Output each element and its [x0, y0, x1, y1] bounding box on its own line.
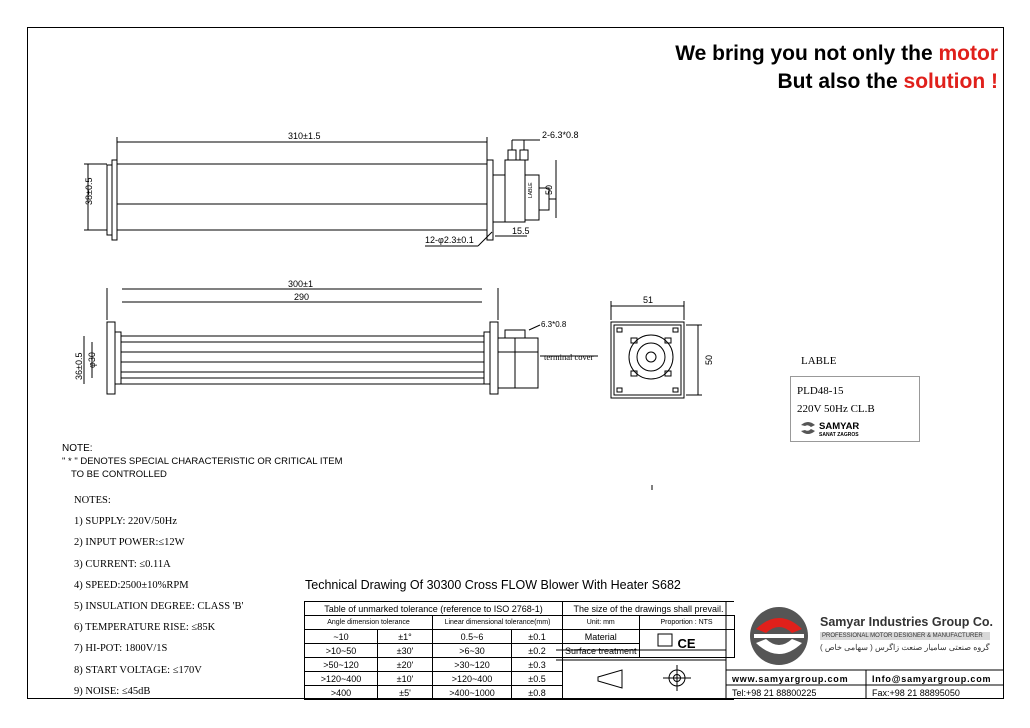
front-inner-dim: 290	[294, 292, 309, 302]
spec-list: NOTES: 1) SUPPLY: 220V/50Hz 2) INPUT POW…	[74, 490, 243, 702]
tolerance-title: Table of unmarked tolerance (reference t…	[304, 601, 563, 616]
tol-cell: >50~120	[304, 657, 378, 672]
surface-cell: Surface treatment	[562, 643, 640, 658]
slogan-line-2: But also the solution !	[777, 70, 999, 93]
spec-item: 1) SUPPLY: 220V/50Hz	[74, 516, 177, 528]
tol-cell: ±1°	[377, 629, 433, 644]
front-view-blower	[106, 288, 539, 395]
label-model: PLD48-15	[797, 385, 844, 397]
spec-item: 3) CURRENT: ≤0.11A	[74, 558, 171, 570]
spec-item: 5) INSULATION DEGREE: CLASS 'B'	[74, 600, 244, 612]
label-title: LABLE	[801, 355, 837, 367]
tol-cell: ±0.1	[511, 629, 563, 644]
drawing-caption: Technical Drawing Of 30300 Cross FLOW Bl…	[305, 578, 681, 592]
company-name: Samyar Industries Group Co.	[820, 615, 993, 629]
unit-cell: Unit: mm	[562, 615, 640, 630]
front-height-dim: 36±0.5	[74, 353, 84, 380]
tol-cell: ±0.3	[511, 657, 563, 672]
tolerance-prevail: The size of the drawings shall prevail.	[562, 601, 735, 616]
top-view-blower	[106, 140, 556, 241]
cert-cell: CE	[638, 629, 735, 658]
company-logo-icon	[750, 607, 808, 665]
tol-cell: >10~50	[304, 643, 378, 658]
holes-dim: 12-φ2.3±0.1	[425, 235, 474, 245]
note-line-1: " * " DENOTES SPECIAL CHARACTERISTIC OR …	[62, 456, 343, 467]
company-subtitle: PROFESSIONAL MOTOR DESIGNER & MANUFACTUR…	[820, 632, 990, 640]
top-length-dim: 310±1.5	[288, 131, 320, 141]
slogan-line-1: We bring you not only the motor	[675, 42, 998, 65]
spec-item: 8) START VOLTAGE: ≤170V	[74, 664, 202, 676]
label-rating: 220V 50Hz CL.B	[797, 403, 875, 415]
spec-item: 2) INPUT POWER:≤12W	[74, 537, 185, 549]
tol-cell: ±0.5	[511, 671, 563, 686]
spec-item: 9) NOISE: ≤45dB	[74, 685, 151, 697]
motor-label-mark: LABLE	[528, 182, 534, 198]
spec-item: 6) TEMPERATURE RISE: ≤85K	[74, 622, 216, 634]
label-brand: SAMYAR	[819, 421, 860, 432]
note-block: NOTE: " * " DENOTES SPECIAL CHARACTERIST…	[62, 442, 343, 481]
front-outer-dim: 300±1	[288, 279, 313, 289]
top-height-dim: 38±0.5	[84, 178, 94, 205]
tol-cell: >400~1000	[432, 685, 512, 700]
company-block: Samyar Industries Group Co. PROFESSIONAL…	[726, 601, 1000, 698]
note-line-2: TO BE CONTROLLED	[71, 469, 167, 480]
tol-cell: ±30'	[377, 643, 433, 658]
note-header: NOTE:	[62, 443, 93, 454]
tol-cell: ±20'	[377, 657, 433, 672]
motor-depth-dim: 15.5	[512, 226, 530, 236]
tol-cell: >400	[304, 685, 378, 700]
label-brand-logo	[801, 422, 815, 434]
front-terminal-dim: 6.3*0.8	[541, 320, 567, 329]
tol-cell: >120~400	[304, 671, 378, 686]
product-label: PLD48-15 220V 50Hz CL.B SAMYAR SANAT ZAG…	[790, 376, 920, 442]
tol-cell: ~10	[304, 629, 378, 644]
linear-header: Linear dimensional tolerance(mm)	[432, 615, 563, 630]
tol-cell: ±0.2	[511, 643, 563, 658]
spec-header: NOTES:	[74, 495, 111, 506]
tol-cell: ±0.8	[511, 685, 563, 700]
spec-item: 7) HI-POT: 1800V/1S	[74, 643, 168, 655]
tol-cell: >120~400	[432, 671, 512, 686]
side-height-dim: 50	[704, 355, 714, 365]
company-tel: Tel:+98 21 88800225	[732, 688, 817, 698]
tol-cell: ±5'	[377, 685, 433, 700]
terminal-cover-label: terminal cover	[544, 352, 593, 362]
tol-cell: >30~120	[432, 657, 512, 672]
spec-item: 4) SPEED:2500±10%RPM	[74, 579, 189, 591]
front-dia-dim: φ30	[87, 352, 97, 368]
tol-cell: ±10'	[377, 671, 433, 686]
tol-cell: 0.5~6	[432, 629, 512, 644]
side-view-blower	[610, 321, 685, 399]
material-cell: Material	[562, 629, 640, 644]
side-width-dim: 51	[643, 295, 653, 305]
proportion-cell: Proportion : NTS	[638, 615, 735, 630]
motor-height-dim: 50	[544, 185, 554, 195]
company-email-link[interactable]: Info@samyargroup.com	[872, 674, 992, 684]
label-brand-sub: SANAT ZAGROS	[819, 432, 859, 438]
company-website-link[interactable]: www.samyargroup.com	[732, 674, 849, 684]
tol-cell: >6~30	[432, 643, 512, 658]
company-farsi-name: گروه صنعتی سامیار صنعت زاگرس ( سهامی خاص…	[820, 643, 990, 652]
angle-header: Angle dimension tolerance	[304, 615, 433, 630]
projection-symbol-cell	[562, 657, 735, 700]
tolerance-table: Table of unmarked tolerance (reference t…	[304, 601, 735, 700]
ce-mark-icon: CE	[677, 636, 696, 651]
company-fax: Fax:+98 21 88895050	[872, 688, 960, 698]
terminal-dim: 2-6.3*0.8	[542, 130, 579, 140]
